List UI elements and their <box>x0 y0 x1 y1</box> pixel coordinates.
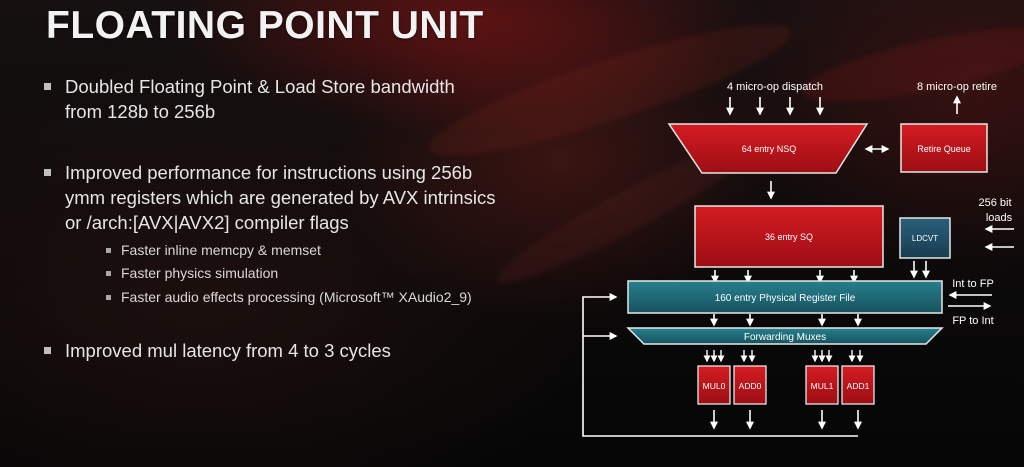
sub-bullet-marker <box>106 295 111 300</box>
sub-bullet-text: Faster physics simulation <box>121 265 279 281</box>
sub-bullet-marker <box>106 248 111 253</box>
prf-block: 160 entry Physical Register File <box>627 280 943 314</box>
writeback-path <box>582 293 858 437</box>
ldcvt-label: LDCVT <box>912 234 938 243</box>
sub-bullet-marker <box>106 271 111 276</box>
add0-unit: ADD0 <box>733 365 767 405</box>
add1-shape <box>841 365 875 405</box>
retire-queue-label: Retire Queue <box>917 144 971 154</box>
mul0-unit: MUL0 <box>697 365 731 405</box>
bullet-text-line: or /arch:[AVX|AVX2] compiler flags <box>65 212 349 233</box>
muxes-label: Forwarding Muxes <box>744 332 826 343</box>
sq-label: 36 entry SQ <box>765 232 813 242</box>
feedback-loop <box>582 293 858 437</box>
bullet-text-line: Improved performance for instructions us… <box>65 162 473 183</box>
retire-queue-shape <box>900 123 988 173</box>
mul1-shape <box>805 365 839 405</box>
sub-bullet-text: Faster inline memcpy & memset <box>121 242 321 258</box>
loads-label: loads <box>986 212 1013 224</box>
dispatch-arrows <box>726 95 961 116</box>
bullet-text-line: ymm registers which are generated by AVX… <box>65 187 496 208</box>
unit-output-arrows <box>710 410 862 430</box>
nsq-shape <box>667 123 869 174</box>
loads-label: 256 bit <box>978 197 1011 209</box>
muxes-shape <box>626 327 944 345</box>
add1-unit: ADD1 <box>841 365 875 405</box>
bullet-marker <box>44 83 51 90</box>
bullet-text-line: Doubled Floating Point & Load Store band… <box>65 76 455 97</box>
add0-shape <box>733 365 767 405</box>
retire-queue-block: Retire Queue <box>900 123 988 173</box>
bullet-marker <box>44 347 51 354</box>
retire-label: 8 micro-op retire <box>917 81 997 93</box>
dispatch-label: 4 micro-op dispatch <box>727 81 823 93</box>
prf-mux-arrows <box>710 314 862 327</box>
sq-block: 36 entry SQ <box>694 205 884 268</box>
bullet-marker <box>44 169 51 176</box>
bullet-text-line: from 128b to 256b <box>65 101 216 122</box>
sq-shape <box>694 205 884 268</box>
mul0-label: MUL0 <box>703 381 726 391</box>
load-arrows <box>984 225 1014 251</box>
nsq-label: 64 entry NSQ <box>742 144 797 154</box>
add1-label: ADD1 <box>847 381 870 391</box>
muxes-block: Forwarding Muxes <box>626 327 944 345</box>
sq-prf-arrows <box>711 261 930 284</box>
ldcvt-block: LDCVT <box>899 217 951 259</box>
fp-to-int-label: FP to Int <box>952 315 993 327</box>
prf-label: 160 entry Physical Register File <box>715 293 856 304</box>
mul1-label: MUL1 <box>811 381 834 391</box>
mul1-unit: MUL1 <box>805 365 839 405</box>
mux-unit-arrows <box>703 350 864 363</box>
bullet-text-line: Improved mul latency from 4 to 3 cycles <box>65 340 391 361</box>
int-to-fp-label: Int to FP <box>952 278 994 290</box>
add0-label: ADD0 <box>739 381 762 391</box>
ldcvt-shape <box>899 217 951 259</box>
mul0-shape <box>697 365 731 405</box>
slide-title: FLOATING POINT UNIT <box>46 4 484 47</box>
sub-bullet-text: Faster audio effects processing (Microso… <box>121 289 472 305</box>
nsq-block: 64 entry NSQ <box>667 123 869 174</box>
prf-shape <box>627 280 943 314</box>
